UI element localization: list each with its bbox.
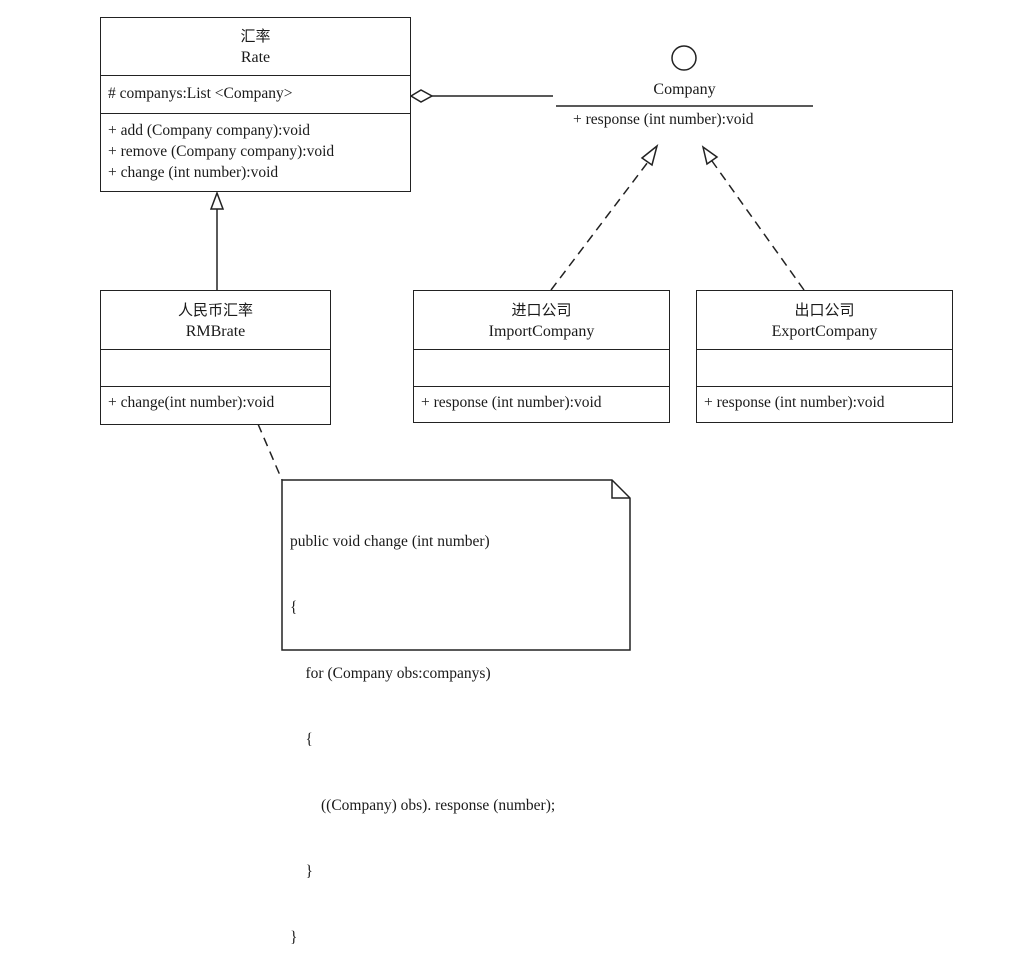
note-text: public void change (int number) { for (C… [290,487,555,971]
note-anchor-line [257,423,283,481]
note-line: for (Company obs:companys) [290,665,491,682]
method: + response (int number):void [421,394,602,411]
class-export-company-attributes [697,349,952,386]
class-import-company-title-cn: 进口公司 [511,301,572,319]
class-import-company-title: 进口公司 ImportCompany [414,291,669,349]
class-export-company[interactable]: 出口公司 ExportCompany + response (int numbe… [696,290,953,423]
class-export-company-title-cn: 出口公司 [794,301,855,319]
class-rate[interactable]: 汇率 Rate # companys:List <Company> + add … [100,17,411,192]
interface-company-method: + response (int number):void [573,111,754,128]
class-export-company-methods: + response (int number):void [697,386,952,413]
attribute: # companys:List <Company> [108,85,293,102]
class-rmbrate-title-en: RMBrate [185,323,246,340]
class-import-company[interactable]: 进口公司 ImportCompany + response (int numbe… [413,290,670,423]
note-line: } [290,929,298,946]
class-import-company-methods: + response (int number):void [414,386,669,413]
interface-company-name[interactable]: Company [653,81,716,98]
method: + response (int number):void [704,394,885,411]
class-rmbrate-methods: + change(int number):void [101,386,330,413]
class-rmbrate[interactable]: 人民币汇率 RMBrate + change(int number):void [100,290,331,425]
class-rmbrate-attributes [101,349,330,386]
class-import-company-attributes [414,349,669,386]
class-rate-title-en: Rate [240,49,271,66]
class-rate-methods: + add (Company company):void + remove (C… [101,113,410,183]
class-rate-title-cn: 汇率 [240,27,271,45]
class-rmbrate-title-cn: 人民币汇率 [177,301,253,319]
note-line: { [290,731,313,748]
note-line: public void change (int number) [290,533,490,550]
note-line: ((Company) obs). response (number); [290,797,556,814]
class-rmbrate-title: 人民币汇率 RMBrate [101,291,330,349]
class-export-company-title-en: ExportCompany [771,323,878,340]
import-realization-line [550,157,652,291]
aggregation-diamond [409,89,434,103]
method: + change(int number):void [108,394,275,411]
method: + remove (Company company):void [108,143,335,160]
method: + add (Company company):void [108,122,311,139]
note-line: { [290,599,298,616]
class-rate-title: 汇率 Rate [101,18,410,75]
generalization-arrowhead [209,190,225,210]
interface-lollipop-circle [671,45,697,71]
class-export-company-title: 出口公司 ExportCompany [697,291,952,349]
import-realization-arrowhead [640,143,659,167]
connector-layer [209,45,813,651]
class-rate-attributes: # companys:List <Company> [101,75,410,113]
method: + change (int number):void [108,164,279,181]
class-import-company-title-en: ImportCompany [488,323,595,340]
note-fold [611,480,630,499]
note-outline [281,479,631,651]
note-line: } [290,863,313,880]
export-realization-line [711,160,805,291]
export-realization-arrowhead [701,145,719,166]
